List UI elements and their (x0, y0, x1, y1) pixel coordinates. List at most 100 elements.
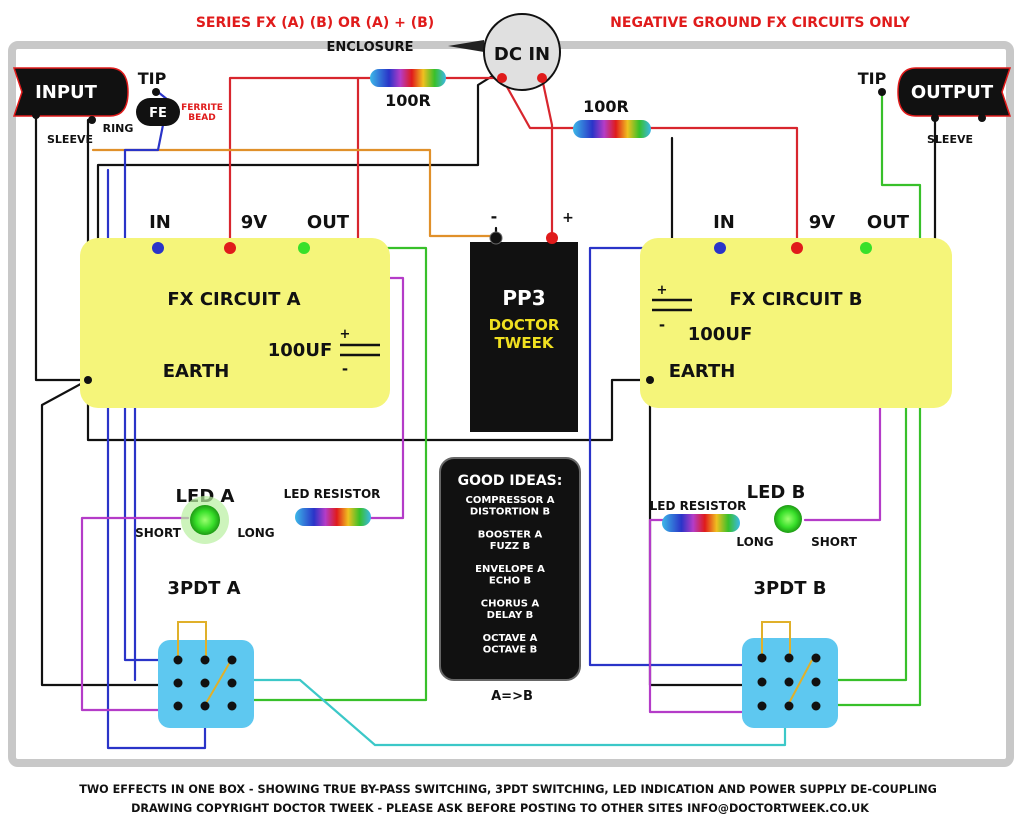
fx-b-in-pad (714, 242, 726, 254)
fx-a-9v-label: 9V (241, 212, 268, 233)
led-a-group: LED A SHORT LONG LED RESISTOR (135, 486, 380, 544)
switch-a-lug (227, 678, 237, 688)
output-tip-lug (878, 88, 886, 96)
switch-b-lug (811, 677, 821, 687)
dc-in-pos-lug (537, 73, 547, 83)
battery-brand-2: TWEEK (495, 334, 555, 352)
fx-a-earth-node (84, 376, 92, 384)
switch-a-lug (173, 678, 183, 688)
wire-dc-plus (540, 76, 554, 238)
good-ideas-title: GOOD IDEAS: (458, 473, 563, 489)
switch-b-label: 3PDT B (754, 578, 827, 599)
led-a-resistor (295, 508, 371, 526)
switch-b-jumper (761, 621, 791, 658)
ferrite-symbol: FE (149, 106, 167, 121)
battery-pos-label: + (562, 210, 574, 226)
fx-a-9v-pad (224, 242, 236, 254)
footer-line-2: DRAWING COPYRIGHT DOCTOR TWEEK - PLEASE … (131, 802, 870, 815)
wire-res-left-9v-a (228, 76, 372, 250)
fx-a-in-label: IN (149, 212, 171, 233)
dc-in-jack: DC IN (483, 13, 561, 91)
led-a-long-label: LONG (237, 526, 274, 540)
battery-neg-label: - (491, 207, 498, 226)
ferrite-label-2: BEAD (188, 113, 215, 123)
input-jack-label: INPUT (35, 82, 98, 103)
fx-b-in-label: IN (713, 212, 735, 233)
wire-dc-resistor-right (500, 76, 577, 130)
fx-b-earth-label: EARTH (669, 361, 736, 382)
output-jack: OUTPUT TIP SLEEVE (858, 67, 1012, 146)
wire-purple-led-b-res (648, 518, 762, 714)
led-b-resistor-label: LED RESISTOR (650, 499, 747, 513)
switch-b-lug (784, 653, 794, 663)
output-sleeve-lug (931, 114, 939, 122)
fx-b-cap-minus: - (659, 316, 665, 334)
switch-b-lug (784, 701, 794, 711)
switch-a-lug (173, 701, 183, 711)
switch-a-label: 3PDT A (167, 578, 240, 599)
fx-a-cap-label: 100UF (268, 340, 333, 361)
switch-3pdt-a: 3PDT A (158, 578, 254, 728)
fx-circuit-b-board (640, 238, 952, 408)
fx-circuit-b: IN 9V OUT FX CIRCUIT B EARTH 100UF + - (640, 212, 952, 408)
fx-a-out-label: OUT (307, 212, 350, 233)
good-ideas-item: COMPRESSOR A (465, 495, 554, 506)
good-ideas-box (439, 457, 581, 681)
output-jack-label: OUTPUT (911, 82, 994, 103)
switch-b-lug (757, 701, 767, 711)
led-b-icon (774, 505, 802, 533)
wire-ground-main (34, 113, 652, 442)
good-ideas-item: OCTAVE B (483, 645, 538, 656)
switch-b-link (787, 659, 813, 706)
resistor-left-body (370, 69, 446, 87)
led-a-resistor-label: LED RESISTOR (284, 487, 381, 501)
good-ideas-item: DELAY B (487, 610, 534, 621)
output-sleeve-lug-2 (978, 114, 986, 122)
resistor-left-label: 100R (385, 91, 431, 110)
good-ideas-item: DISTORTION B (470, 507, 550, 518)
fx-b-title: FX CIRCUIT B (730, 289, 863, 310)
wire-cyan-switch-link (231, 678, 787, 747)
switch-a-lug (227, 701, 237, 711)
switch-b-lug (757, 677, 767, 687)
switch-b-lug (784, 677, 794, 687)
input-tip-label: TIP (138, 69, 167, 88)
fx-b-9v-pad (791, 242, 803, 254)
fx-b-earth-node (646, 376, 654, 384)
good-ideas-footer: A=>B (491, 689, 533, 704)
good-ideas-item: BOOSTER A (478, 530, 543, 541)
led-a-icon (190, 505, 220, 535)
led-b-short-label: SHORT (811, 535, 858, 549)
led-b-group: LED B LONG SHORT LED RESISTOR (650, 482, 858, 549)
resistor-right-body (573, 120, 651, 138)
resistor-right: 100R (573, 97, 651, 138)
fx-a-title: FX CIRCUIT A (167, 289, 300, 310)
wire-purple-led-a-short (80, 516, 190, 712)
switch-a-jumper (177, 621, 207, 660)
ferrite-bead: FE FERRITE BEAD (136, 98, 223, 126)
switch-b-lugs (757, 653, 821, 711)
pp3-battery: - + PP3 DOCTOR TWEEK (470, 207, 578, 432)
fx-a-in-pad (152, 242, 164, 254)
wire-res-right-9v-b (648, 126, 799, 250)
output-jack-body (897, 67, 1012, 117)
ferrite-bead-body (136, 98, 180, 126)
good-ideas-item: ENVELOPE A (475, 564, 545, 575)
good-ideas-item: ECHO B (489, 576, 531, 587)
wire-green-output-tip (823, 90, 922, 707)
switch-a-lug (200, 701, 210, 711)
good-ideas-item: FUZZ B (490, 541, 531, 552)
input-ring-label: RING (103, 122, 134, 135)
battery-pos-terminal (546, 232, 558, 244)
led-a-short-label: SHORT (135, 526, 182, 540)
footer-line-1: TWO EFFECTS IN ONE BOX - SHOWING TRUE BY… (79, 783, 937, 796)
battery-neg-terminal (489, 231, 503, 245)
fx-a-cap-plus: + (340, 327, 351, 342)
battery-name: PP3 (502, 286, 545, 310)
fx-b-cap-plus: + (657, 283, 668, 298)
resistor-left: 100R (370, 69, 446, 110)
